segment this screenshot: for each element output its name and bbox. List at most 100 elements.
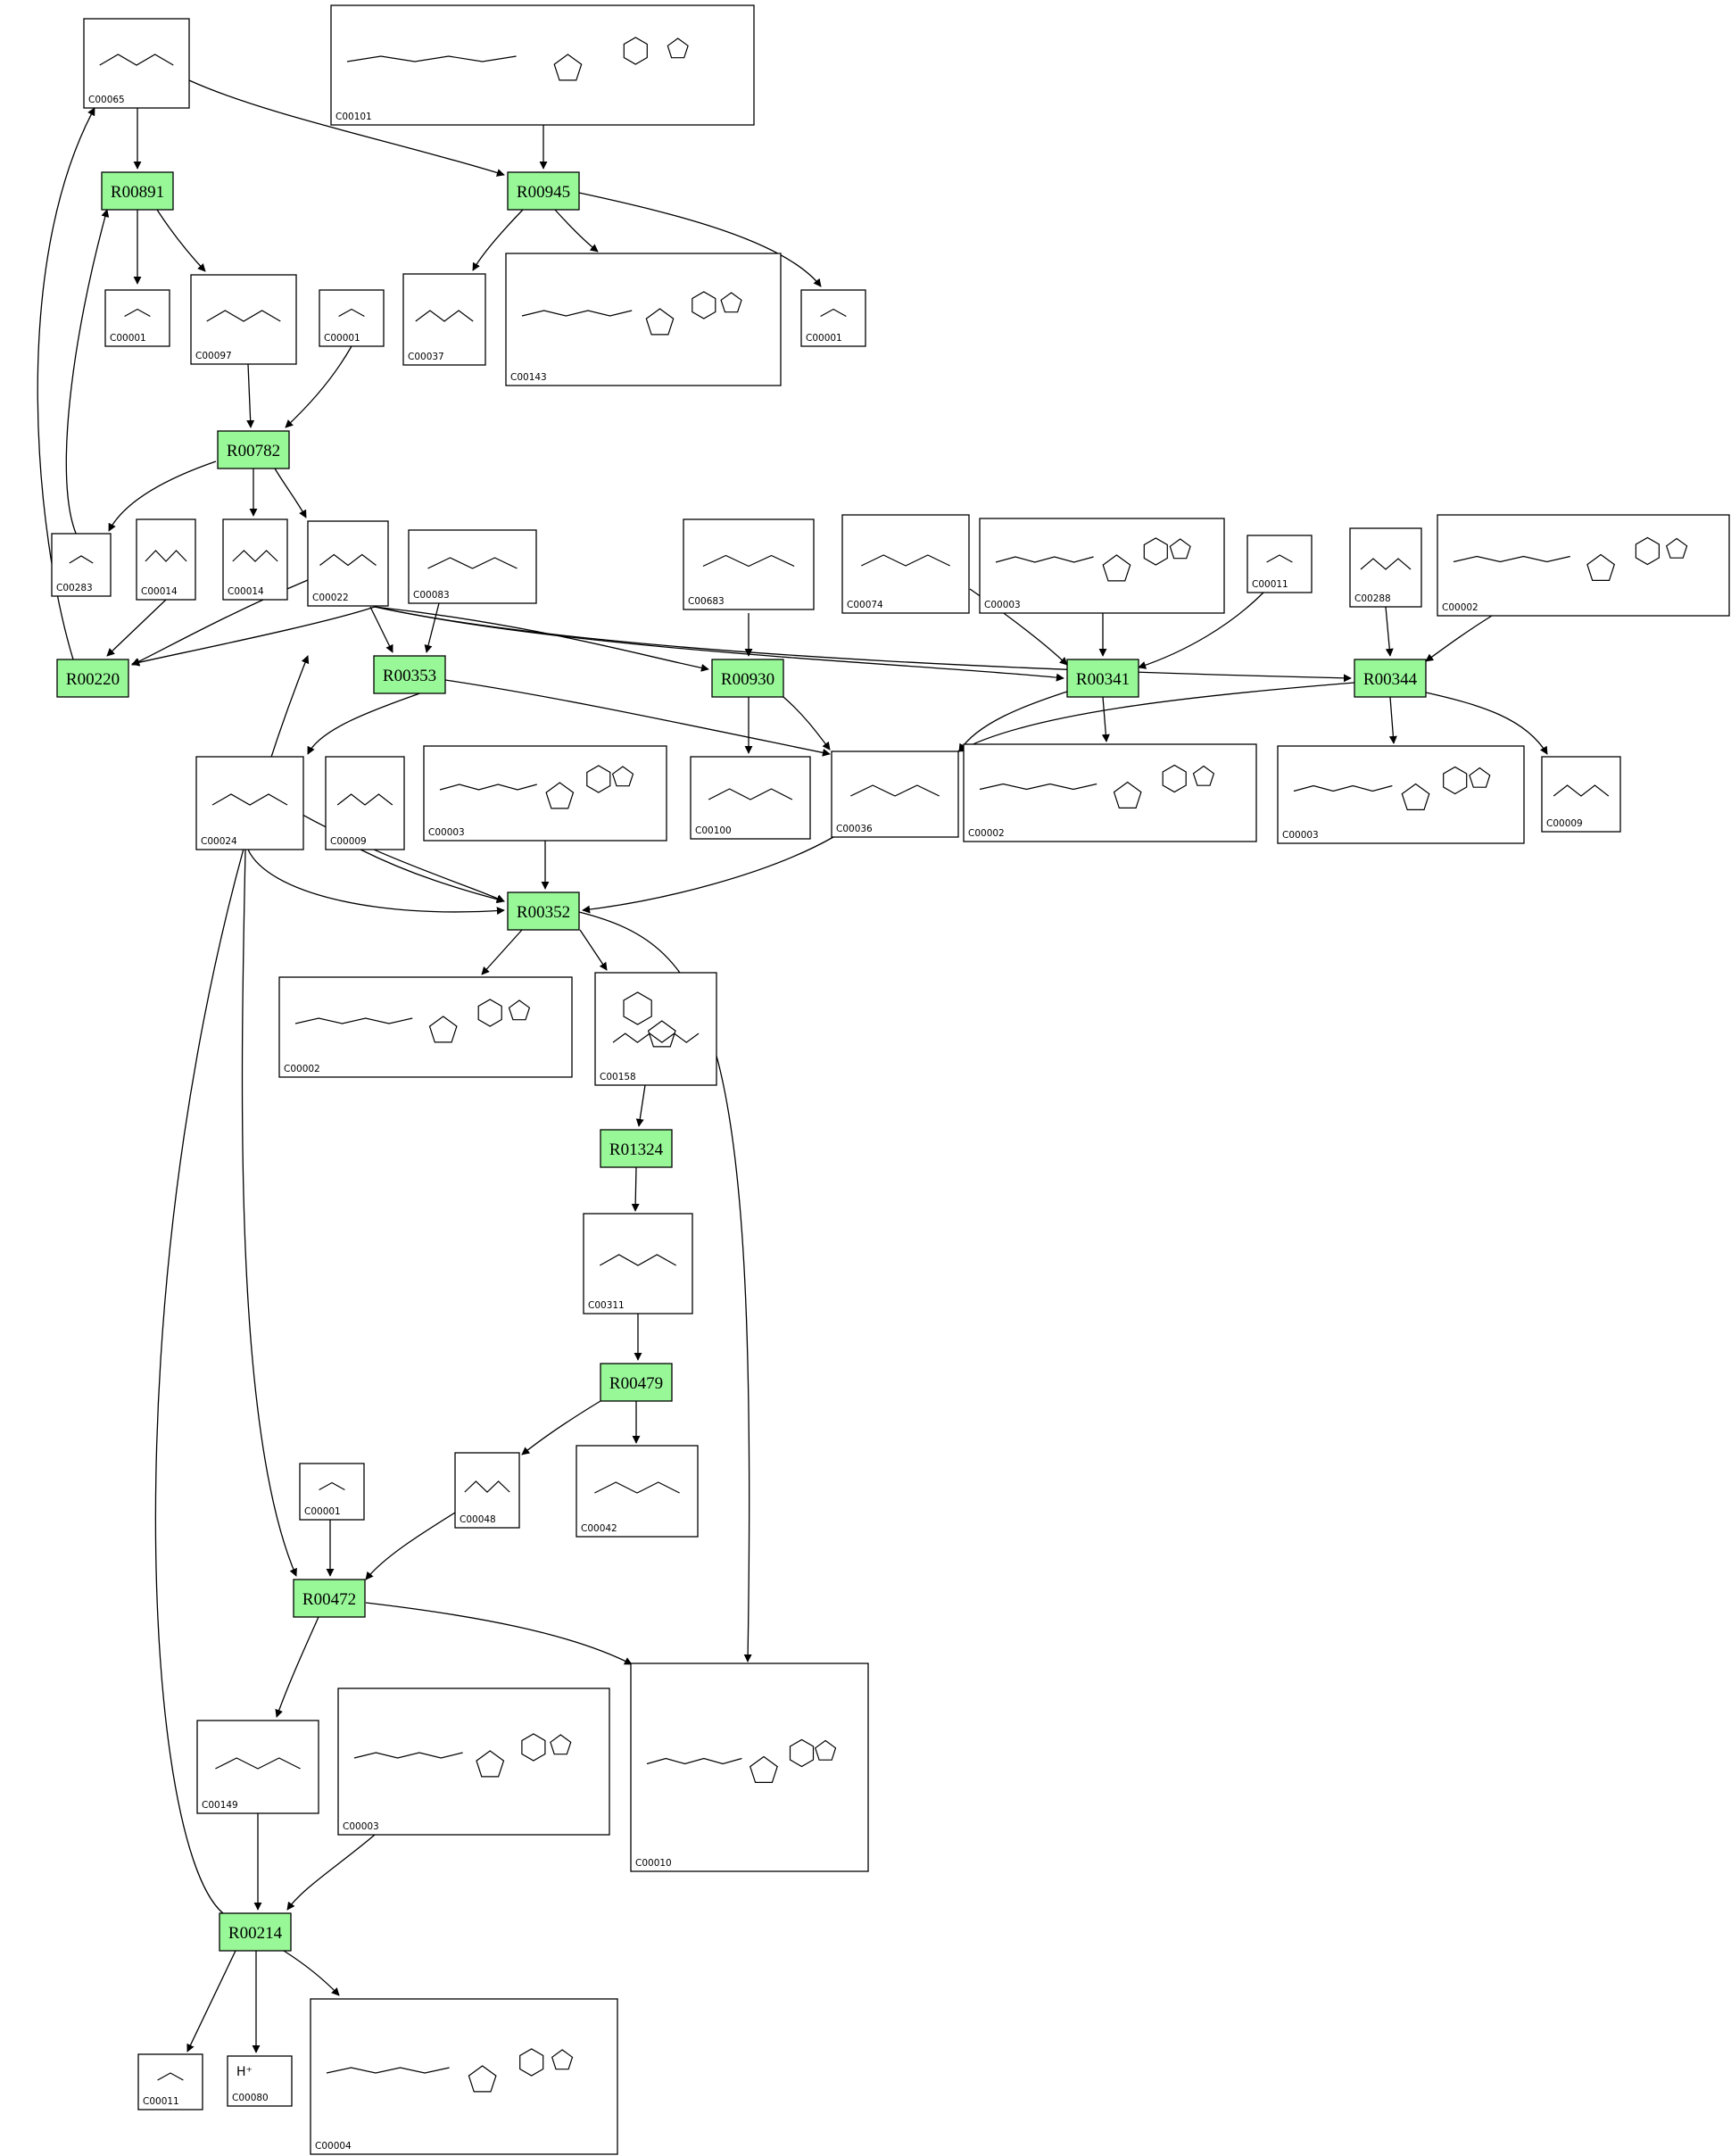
compound-box xyxy=(137,2053,203,2110)
compound-box xyxy=(196,1720,319,1814)
reaction-box[interactable] xyxy=(711,659,784,698)
compound-node: C00009 xyxy=(325,756,405,850)
structure-drawing xyxy=(820,308,847,318)
compound-node: C00011 xyxy=(137,2053,203,2110)
structure-drawing xyxy=(702,554,795,568)
reaction-node[interactable]: R00341 xyxy=(1066,659,1139,698)
compound-box xyxy=(1277,745,1525,844)
reaction-box[interactable] xyxy=(507,171,580,211)
compound-node: C00002 xyxy=(963,743,1257,842)
compound-node: C00042 xyxy=(576,1445,699,1538)
edge-arrow xyxy=(37,107,95,660)
structure-drawing xyxy=(1360,558,1412,570)
compound-id-label: C00048 xyxy=(460,1514,496,1525)
compound-box xyxy=(690,756,811,840)
compound-id-label: C00100 xyxy=(695,825,732,836)
compound-id-label: C00083 xyxy=(413,590,450,601)
compound-box xyxy=(319,289,385,347)
compound-node: C00311 xyxy=(583,1213,693,1314)
reaction-id-label: R00341 xyxy=(1076,670,1130,689)
structure-drawing xyxy=(995,537,1191,582)
compound-node: C00036 xyxy=(831,750,959,838)
structure-drawing xyxy=(600,1254,676,1266)
edge-arrow xyxy=(365,1602,633,1665)
edge-arrow xyxy=(285,345,352,428)
reaction-node[interactable]: R00352 xyxy=(507,891,580,931)
compound-id-label: C00001 xyxy=(304,1506,341,1517)
edge-arrow xyxy=(65,209,110,536)
compound-box xyxy=(337,1687,610,1836)
compound-node: C00010 xyxy=(630,1663,869,1872)
edge-arrow xyxy=(635,1084,646,1127)
structure-drawing xyxy=(979,764,1215,808)
reaction-box[interactable] xyxy=(600,1363,673,1402)
compound-box xyxy=(402,273,486,366)
reaction-box[interactable] xyxy=(219,1912,292,1952)
compound-node: C00003 xyxy=(1277,745,1525,844)
compound-box xyxy=(583,1213,693,1314)
reaction-node[interactable]: R00891 xyxy=(101,171,174,211)
compound-id-label: C00149 xyxy=(202,1800,238,1811)
compound-box xyxy=(800,289,866,347)
reaction-node[interactable]: R00344 xyxy=(1354,659,1427,698)
reaction-node[interactable]: R01324 xyxy=(600,1129,673,1168)
compound-box xyxy=(1437,514,1730,617)
compound-id-label: C00009 xyxy=(330,836,367,847)
structure-drawing xyxy=(427,557,518,569)
compound-node: C00002 xyxy=(1437,514,1730,617)
structure-drawing xyxy=(646,1738,837,1783)
compound-id-label: C00158 xyxy=(600,1072,636,1082)
reaction-box[interactable] xyxy=(101,171,174,211)
reaction-node[interactable]: R00930 xyxy=(711,659,784,698)
reaction-box[interactable] xyxy=(1354,659,1427,698)
reaction-node[interactable]: R00220 xyxy=(56,659,129,698)
structure-drawing xyxy=(353,1733,572,1778)
reaction-box[interactable] xyxy=(507,891,580,931)
edge-arrow xyxy=(521,1400,601,1455)
compound-id-label: C00024 xyxy=(201,836,237,847)
reaction-id-label: R00930 xyxy=(721,670,774,689)
edge-arrow xyxy=(108,460,217,532)
compound-id-label: C00022 xyxy=(312,593,349,603)
compound-box xyxy=(1541,756,1621,833)
compound-id-label: C00683 xyxy=(688,596,725,607)
compound-node: C00009 xyxy=(1541,756,1621,833)
structure-drawing xyxy=(708,788,793,800)
compound-box xyxy=(310,1998,618,2155)
reaction-id-label: R00220 xyxy=(66,670,120,689)
reaction-box[interactable] xyxy=(217,430,290,469)
structure-drawing xyxy=(99,54,174,66)
compound-node: C00002 xyxy=(278,976,573,1078)
reaction-node[interactable]: R00782 xyxy=(217,430,290,469)
edge-arrow xyxy=(369,606,393,653)
reaction-node[interactable]: R00945 xyxy=(507,171,580,211)
structure-drawing xyxy=(211,793,288,806)
reaction-node[interactable]: R00353 xyxy=(373,655,446,694)
reaction-id-label: R01324 xyxy=(609,1140,664,1159)
reaction-node[interactable]: R00479 xyxy=(600,1363,673,1402)
compound-box xyxy=(222,518,288,601)
compound-node: C00100 xyxy=(690,756,811,840)
reaction-box[interactable] xyxy=(293,1579,366,1618)
compound-node: C00024 xyxy=(195,756,304,850)
edge-arrow xyxy=(247,849,505,916)
edge-arrow xyxy=(241,849,297,1577)
compound-node: C00101 xyxy=(330,4,755,126)
reaction-node[interactable]: R00214 xyxy=(219,1912,292,1952)
compound-box xyxy=(841,514,970,614)
reaction-box[interactable] xyxy=(373,655,446,694)
reaction-box[interactable] xyxy=(56,659,129,698)
structure-drawing xyxy=(1453,536,1688,581)
compound-box xyxy=(963,743,1257,842)
structure-drawing xyxy=(206,310,281,322)
edge-arrow xyxy=(444,679,831,757)
compound-id-label: C00002 xyxy=(284,1064,320,1074)
reaction-box[interactable] xyxy=(600,1129,673,1168)
reaction-box[interactable] xyxy=(1066,659,1139,698)
structure-drawing xyxy=(464,1480,510,1493)
compound-id-label: C00042 xyxy=(581,1523,617,1534)
compound-box xyxy=(195,756,304,850)
reaction-node[interactable]: R00472 xyxy=(293,1579,366,1618)
structure-drawing xyxy=(439,765,634,809)
